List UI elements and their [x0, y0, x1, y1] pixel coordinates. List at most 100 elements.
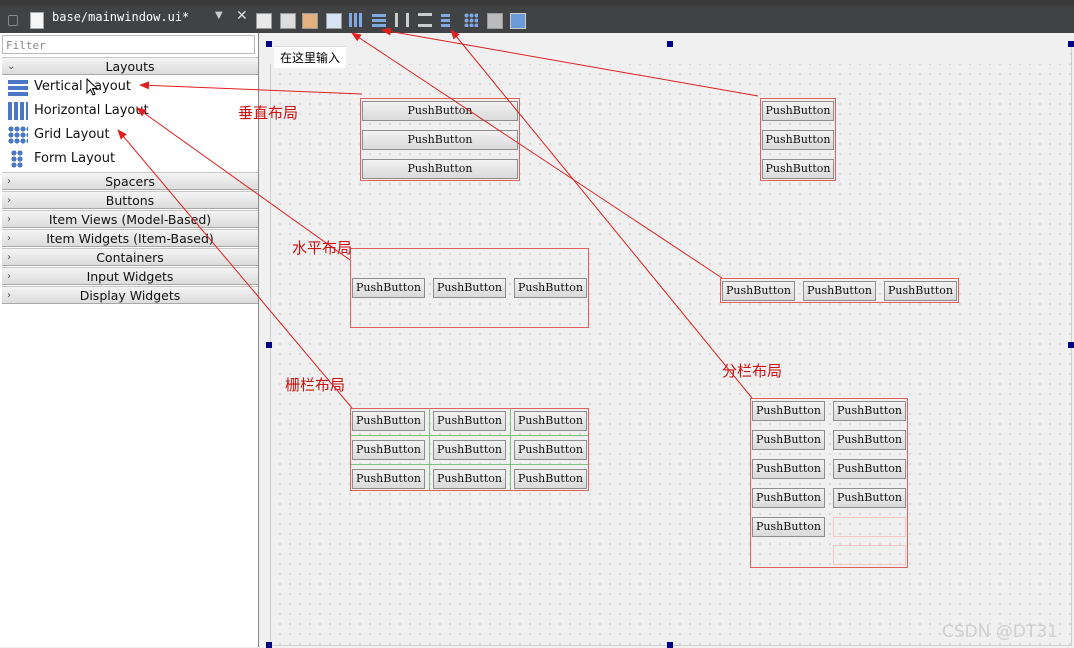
- push-button[interactable]: PushButton: [762, 159, 834, 179]
- menu-placeholder[interactable]: 在这里输入: [274, 46, 347, 68]
- chevron-down-icon: ⌄: [7, 61, 16, 72]
- push-button[interactable]: PushButton: [752, 459, 825, 479]
- widget-label: Vertical Layout: [34, 79, 131, 94]
- file-tab[interactable]: base/mainwindow.ui*: [52, 10, 190, 24]
- layout-form-icon[interactable]: [441, 13, 450, 27]
- push-button[interactable]: PushButton: [352, 411, 425, 431]
- edit-buddies-icon[interactable]: [302, 13, 318, 29]
- category-label: Layouts: [105, 59, 155, 74]
- widget-form-layout[interactable]: Form Layout: [2, 147, 258, 171]
- chevron-right-icon: ›: [7, 214, 11, 225]
- layout-vertical-icon[interactable]: [372, 13, 386, 27]
- grid-line: [351, 464, 588, 465]
- adjust-size-icon[interactable]: [510, 13, 526, 29]
- widget-horizontal-layout[interactable]: Horizontal Layout: [2, 99, 258, 123]
- vertical-layout-icon: [8, 78, 28, 96]
- push-button[interactable]: PushButton: [752, 430, 825, 450]
- form-layout[interactable]: [750, 398, 908, 568]
- selection-handle[interactable]: [266, 642, 272, 648]
- vertical-layout-right[interactable]: [760, 98, 836, 181]
- menu-bar[interactable]: [0, 0, 1074, 6]
- push-button[interactable]: PushButton: [514, 469, 587, 489]
- selection-handle[interactable]: [1068, 41, 1074, 47]
- push-button[interactable]: PushButton: [433, 469, 506, 489]
- push-button[interactable]: PushButton: [762, 101, 834, 121]
- push-button[interactable]: PushButton: [433, 278, 506, 298]
- form-layout-icon: [11, 150, 23, 168]
- selection-handle[interactable]: [667, 41, 673, 47]
- selection-handle[interactable]: [266, 342, 272, 348]
- filter-input[interactable]: Filter: [2, 35, 255, 54]
- push-button[interactable]: PushButton: [362, 159, 518, 179]
- edit-signals-icon[interactable]: [280, 13, 296, 29]
- annotation-grid: 栅栏布局: [285, 376, 346, 394]
- chevron-down-icon[interactable]: ▼: [215, 10, 223, 21]
- category-buttons[interactable]: › Buttons: [2, 191, 258, 209]
- selection-handle[interactable]: [667, 642, 673, 648]
- push-button[interactable]: PushButton: [752, 488, 825, 508]
- chevron-right-icon: ›: [7, 252, 11, 263]
- category-containers[interactable]: ›Containers: [2, 248, 258, 266]
- push-button[interactable]: PushButton: [833, 401, 906, 421]
- edit-widgets-icon[interactable]: [256, 13, 272, 29]
- push-button[interactable]: PushButton: [752, 401, 825, 421]
- push-button[interactable]: PushButton: [514, 278, 587, 298]
- widget-grid-layout[interactable]: Grid Layout: [2, 123, 258, 147]
- push-button[interactable]: PushButton: [433, 440, 506, 460]
- grid-line: [510, 409, 511, 490]
- category-input-widgets[interactable]: ›Input Widgets: [2, 267, 258, 285]
- push-button[interactable]: PushButton: [352, 278, 425, 298]
- layout-h-splitter-icon[interactable]: [395, 13, 409, 27]
- grid-line: [351, 435, 588, 436]
- push-button[interactable]: PushButton: [362, 101, 518, 121]
- push-button[interactable]: PushButton: [722, 281, 795, 301]
- chevron-right-icon: ›: [7, 195, 11, 206]
- push-button[interactable]: PushButton: [884, 281, 957, 301]
- selection-handle[interactable]: [266, 41, 272, 47]
- push-button[interactable]: PushButton: [514, 440, 587, 460]
- push-button[interactable]: PushButton: [352, 440, 425, 460]
- category-spacers[interactable]: ›Spacers: [2, 172, 258, 190]
- push-button[interactable]: PushButton: [752, 517, 825, 537]
- widget-vertical-layout[interactable]: Vertical Layout: [2, 75, 258, 99]
- category-label: Buttons: [105, 193, 155, 208]
- category-label: Display Widgets: [79, 288, 181, 303]
- push-button[interactable]: PushButton: [362, 130, 518, 150]
- category-label: Input Widgets: [86, 269, 174, 284]
- empty-form-cell[interactable]: [833, 517, 906, 537]
- annotation-form: 分栏布局: [722, 362, 783, 380]
- selection-handle[interactable]: [1068, 342, 1074, 348]
- break-layout-icon[interactable]: [487, 13, 503, 29]
- grid-layout[interactable]: [350, 408, 589, 491]
- layout-grid-icon[interactable]: [464, 13, 478, 27]
- close-icon[interactable]: ✕: [236, 8, 248, 24]
- layout-horizontal-icon[interactable]: [349, 13, 363, 27]
- grid-layout-icon: [8, 126, 28, 144]
- push-button[interactable]: PushButton: [833, 430, 906, 450]
- push-button[interactable]: PushButton: [514, 411, 587, 431]
- category-item-views[interactable]: ›Item Views (Model-Based): [2, 210, 258, 228]
- push-button[interactable]: PushButton: [803, 281, 876, 301]
- watermark: CSDN @DT31: [942, 622, 1058, 642]
- category-display-widgets[interactable]: ›Display Widgets: [2, 286, 258, 304]
- widget-label: Grid Layout: [34, 127, 110, 142]
- push-button[interactable]: PushButton: [433, 411, 506, 431]
- menu-bar-editor[interactable]: 在这里输入: [270, 44, 1070, 68]
- push-button[interactable]: PushButton: [762, 130, 834, 150]
- category-label: Spacers: [105, 174, 155, 189]
- chevron-right-icon: ›: [7, 233, 11, 244]
- widget-label: Form Layout: [34, 151, 116, 166]
- editor-toolbar: [0, 6, 1074, 33]
- edit-tab-order-icon[interactable]: [326, 13, 342, 29]
- push-button[interactable]: PushButton: [833, 488, 906, 508]
- category-label: Item Widgets (Item-Based): [46, 231, 214, 246]
- empty-form-cell[interactable]: [833, 545, 906, 565]
- push-button[interactable]: PushButton: [833, 459, 906, 479]
- push-button[interactable]: PushButton: [352, 469, 425, 489]
- category-item-widgets[interactable]: › Item Widgets (Item-Based): [2, 229, 258, 247]
- grid-line: [429, 409, 430, 490]
- layout-v-splitter-icon[interactable]: [418, 13, 432, 27]
- widget-label: Horizontal Layout: [34, 103, 149, 118]
- category-layouts[interactable]: ⌄ Layouts: [2, 57, 258, 75]
- horizontal-layout-icon: [8, 102, 28, 120]
